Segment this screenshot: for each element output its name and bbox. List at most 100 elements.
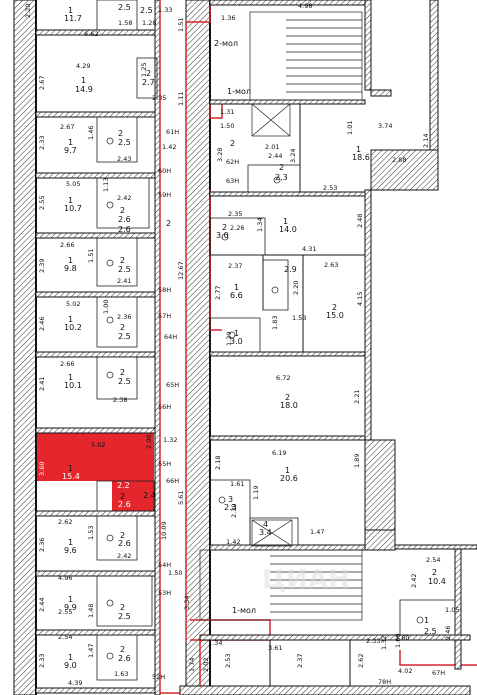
corridor-label: 61Н [166, 128, 179, 136]
stair-lower [199, 519, 363, 621]
room-number: 1 [68, 538, 73, 547]
room-number: 1 [81, 76, 86, 85]
stair-label: 1-мол [227, 87, 251, 96]
room-number: 1 [285, 466, 290, 475]
dimension-label: 2.42 [410, 574, 418, 588]
room-number: 2 [222, 223, 227, 232]
dimension-label: 1.47 [87, 644, 95, 658]
dimension-label: 2.14 [422, 134, 430, 148]
dimension-label: 1.11 [177, 92, 185, 106]
dimension-label: 2.38 [113, 396, 127, 404]
dimension-label: 1.58 [118, 19, 132, 27]
dimension-label: 12.67 [177, 261, 185, 280]
dimension-label: 2.00 [145, 435, 153, 449]
room-area: 2.3 [275, 173, 288, 182]
dimension-label: 2.26 [230, 224, 244, 232]
dimension-label: 1.60 [394, 634, 402, 648]
dimension-label: 1.89 [353, 454, 361, 468]
corridor-label: 52Н [152, 673, 165, 681]
dimension-label: 2.41 [117, 277, 131, 285]
dimension-label: 3.61 [268, 644, 282, 652]
dimension-label: 5.02 [91, 441, 105, 449]
room-area: 10.7 [64, 204, 82, 213]
room-area: 9.8 [64, 264, 77, 273]
dimension-label: 3.34 [183, 596, 191, 610]
dimension-label: 5.61 [177, 491, 185, 505]
dimension-label: 2.63 [324, 261, 338, 269]
room-area: 2.5 [424, 627, 437, 636]
highlight-main-room[interactable] [36, 433, 154, 481]
room-number: 1 [68, 595, 73, 604]
room-number: 2 [285, 393, 290, 402]
dimension-label: 1.53 [87, 526, 95, 540]
room-area: 9.7 [64, 146, 77, 155]
dimension-label: 1.19 [252, 486, 260, 500]
corridor-label: 58Н [158, 286, 171, 294]
room-number: 3 [228, 495, 233, 504]
corridor-label: 62Н [226, 158, 239, 166]
room-area: 18.6 [352, 153, 370, 162]
dimension-label: 1.51 [87, 249, 95, 263]
dimension-label: 1.50 [220, 122, 234, 130]
dimension-label: 1.51 [177, 18, 185, 32]
dimension-label: 1.33 [158, 6, 172, 14]
corridor-labels: 61Н 62Н 63Н 60Н 59Н 58Н 57Н 64Н 65Н 56Н … [152, 128, 445, 686]
room-area: 2.5 [118, 3, 131, 12]
dimension-label: 2.37 [296, 654, 304, 668]
dimension-label: 1.01 [346, 121, 354, 135]
room-area: 2.5 [118, 332, 131, 341]
dimension-label: 2.36 [38, 538, 46, 552]
number-label: 2 [230, 139, 235, 148]
room-area: 15.0 [326, 311, 344, 320]
dimension-label: 2.33 [366, 637, 380, 645]
room-number: 2 [120, 531, 125, 540]
dimension-label: 3.74 [378, 122, 392, 130]
dimension-label: 2.02 [202, 658, 210, 672]
room-number: 1 [68, 653, 73, 662]
room-number: 2 [432, 568, 437, 577]
dimension-label: 1.32 [163, 436, 177, 444]
dimension-label: 2.37 [228, 262, 242, 270]
corridor-label: 57Н [158, 312, 171, 320]
dimension-label: 4.96 [58, 574, 72, 582]
room-area: 3.0 [216, 231, 229, 240]
dimension-label: 4.98 [298, 2, 312, 10]
room-area: 2.2 [117, 481, 130, 490]
room-area: 6.6 [230, 291, 243, 300]
dimension-label: 1.61 [230, 480, 244, 488]
dimension-label: 1.42 [162, 143, 176, 151]
dimension-label: 2.77 [214, 286, 222, 300]
dimension-label: 2.53 [224, 654, 232, 668]
dimension-label: 3.24 [289, 149, 297, 163]
dimension-label: 1.63 [114, 670, 128, 678]
corridor-label: 63Н [226, 177, 239, 185]
highlighted-apartment[interactable] [36, 433, 154, 511]
room-area: 9.6 [64, 546, 77, 555]
room-areas: 11.7 2.5 14.9 2.7 9.7 2.5 10.7 2.6 2.6 9… [62, 3, 446, 670]
dimension-label: 1.42 [226, 538, 240, 546]
room-number: 2 [120, 368, 125, 377]
dimension-label: 2.67 [38, 76, 46, 90]
room-area: 2.3 [224, 503, 237, 512]
room-area: 20.6 [280, 474, 298, 483]
dimension-label: 2.62 [357, 654, 365, 668]
number-label: 2 [166, 219, 171, 228]
dimension-label: 2.01 [265, 143, 279, 151]
room-number: 2 [118, 129, 123, 138]
highlight-bathroom[interactable] [112, 481, 154, 511]
stair-label: 1-мол [232, 606, 256, 615]
room-area: 9.0 [64, 661, 77, 670]
dimension-label: 1.25 [140, 63, 148, 77]
dimension-label: 10.09 [160, 521, 168, 540]
room-number: 1 [68, 256, 73, 265]
room-area: 10.2 [64, 323, 82, 332]
room-area: 2.5 [118, 612, 131, 621]
dimension-label: 2.44 [38, 598, 46, 612]
dimension-label: 3.60 [38, 462, 46, 476]
dimension-label: 1.31 [220, 108, 234, 116]
room-area: 2.6 [118, 215, 131, 224]
dimension-label: 1.50 [88, 486, 96, 500]
room-number: 1 [68, 6, 73, 15]
dimension-label: 2.39 [230, 504, 238, 518]
